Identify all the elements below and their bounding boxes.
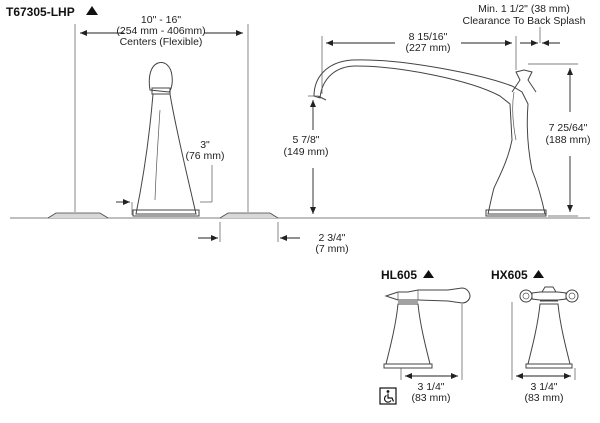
model-number: T67305-LHP [6,5,75,19]
left-escutcheon [47,212,109,219]
hx605-model: HX605 [491,268,528,282]
spout-side-view [313,59,547,217]
handle-option-hx605: HX605 3 1/4" (83 mm) [491,268,579,404]
spout-reach-dimension: 8 15/16" (227 mm) [321,28,517,94]
spout-height-dimension: 5 7/8" (149 mm) [284,95,329,214]
clearance-label-2: Clearance To Back Splash [463,15,586,27]
wheelchair-icon [379,387,397,405]
hl605-dim-1: 3 1/4" [417,381,444,393]
deck-thickness-label-1: 2 3/4" [318,232,345,244]
deck-thickness-dimension: 2 3/4" (7 mm) [198,222,349,255]
clearance-dimension: Min. 1 1/2" (38 mm) Clearance To Back Sp… [463,3,586,46]
spout-height-label-1: 5 7/8" [292,134,319,146]
spout-reach-label-2: (227 mm) [406,42,451,54]
right-escutcheon [219,212,279,219]
deck-thickness-label-2: (7 mm) [315,243,348,255]
triangle-icon [533,270,544,278]
handle-option-hl605: HL605 3 1/4" (83 mm) [381,268,471,404]
centers-label-1: 10" - 16" [141,14,181,26]
centers-label-2: (254 mm - 406mm) [116,25,205,37]
handle-height-dimension: 3" (76 mm) [116,139,225,215]
triangle-icon [86,6,98,15]
centers-label-3: Centers (Flexible) [120,36,203,48]
hx605-dim-1: 3 1/4" [530,381,557,393]
spout-height-label-2: (149 mm) [284,146,329,158]
triangle-icon [423,270,434,278]
hl605-model: HL605 [381,268,417,282]
centers-dimension: 10" - 16" (254 mm - 406mm) Centers (Flex… [74,12,249,212]
handle-front-view [132,62,200,217]
hl605-dim-2: (83 mm) [411,392,450,404]
model-title: T67305-LHP [6,5,98,19]
overall-height-label-1: 7 25/64" [549,122,588,134]
handle-height-label-1: 3" [200,139,210,151]
overall-height-label-2: (188 mm) [546,134,591,146]
hx605-dim-2: (83 mm) [524,392,563,404]
handle-height-label-2: (76 mm) [185,150,224,162]
spout-reach-label-1: 8 15/16" [409,31,448,43]
overall-height-dimension: 7 25/64" (188 mm) [528,63,591,217]
clearance-label-1: Min. 1 1/2" (38 mm) [478,3,570,15]
